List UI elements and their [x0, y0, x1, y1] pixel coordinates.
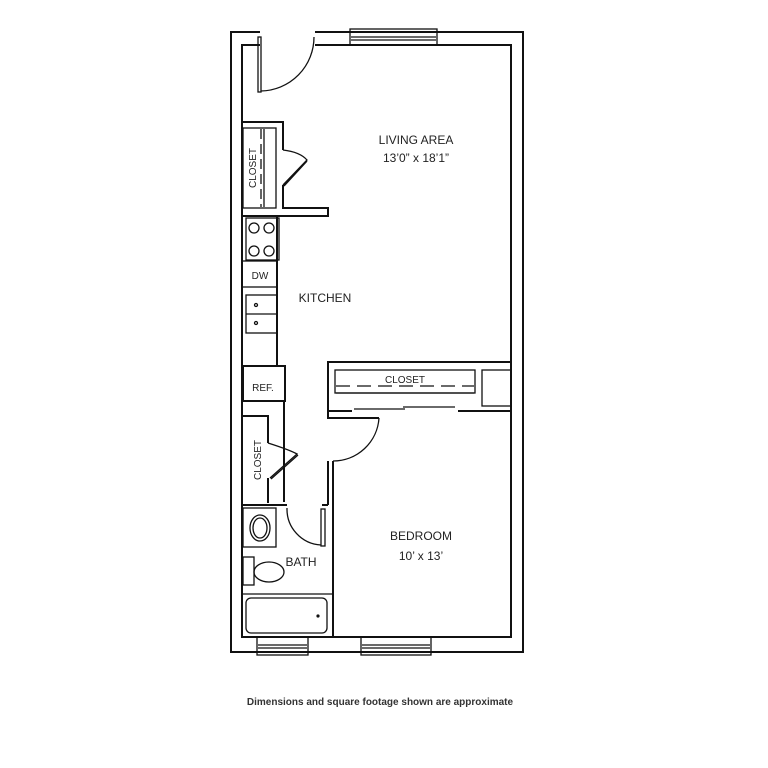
living-area-dims: 13’0” x 18’1” [383, 151, 449, 165]
bedroom-closet: CLOSET [327, 361, 512, 412]
stove [245, 217, 280, 261]
bedroom-dims: 10’ x 13’ [399, 549, 443, 563]
bedroom-door[interactable] [327, 411, 380, 637]
toilet-tank [242, 556, 255, 586]
dishwasher [241, 260, 278, 288]
bath: BATH [242, 504, 333, 634]
bottom-windows [256, 636, 432, 656]
footnote: Dimensions and square footage shown are … [247, 697, 514, 708]
toilet [253, 561, 285, 583]
bath-sink [242, 507, 277, 548]
dishwasher-label: DW [252, 271, 269, 282]
exterior-walls [230, 30, 524, 653]
bathtub [245, 597, 328, 634]
closet-lower: CLOSET [242, 400, 299, 503]
kitchen-counter: DW REF. [241, 216, 286, 402]
bath-door [320, 508, 326, 547]
top-window [349, 28, 438, 46]
closet-upper-label: CLOSET [248, 148, 259, 188]
bedroom-label: BEDROOM [390, 529, 452, 543]
refrigerator [242, 365, 286, 402]
closet-lower-label: CLOSET [253, 440, 264, 480]
bedroom-closet-label: CLOSET [385, 375, 425, 386]
living-area-label: LIVING AREA [379, 133, 454, 147]
kitchen-label: KITCHEN [299, 291, 352, 305]
closet-upper: CLOSET [242, 121, 329, 217]
bath-label: BATH [285, 555, 316, 569]
entry-door[interactable] [243, 36, 315, 93]
refrigerator-label: REF. [252, 383, 274, 394]
